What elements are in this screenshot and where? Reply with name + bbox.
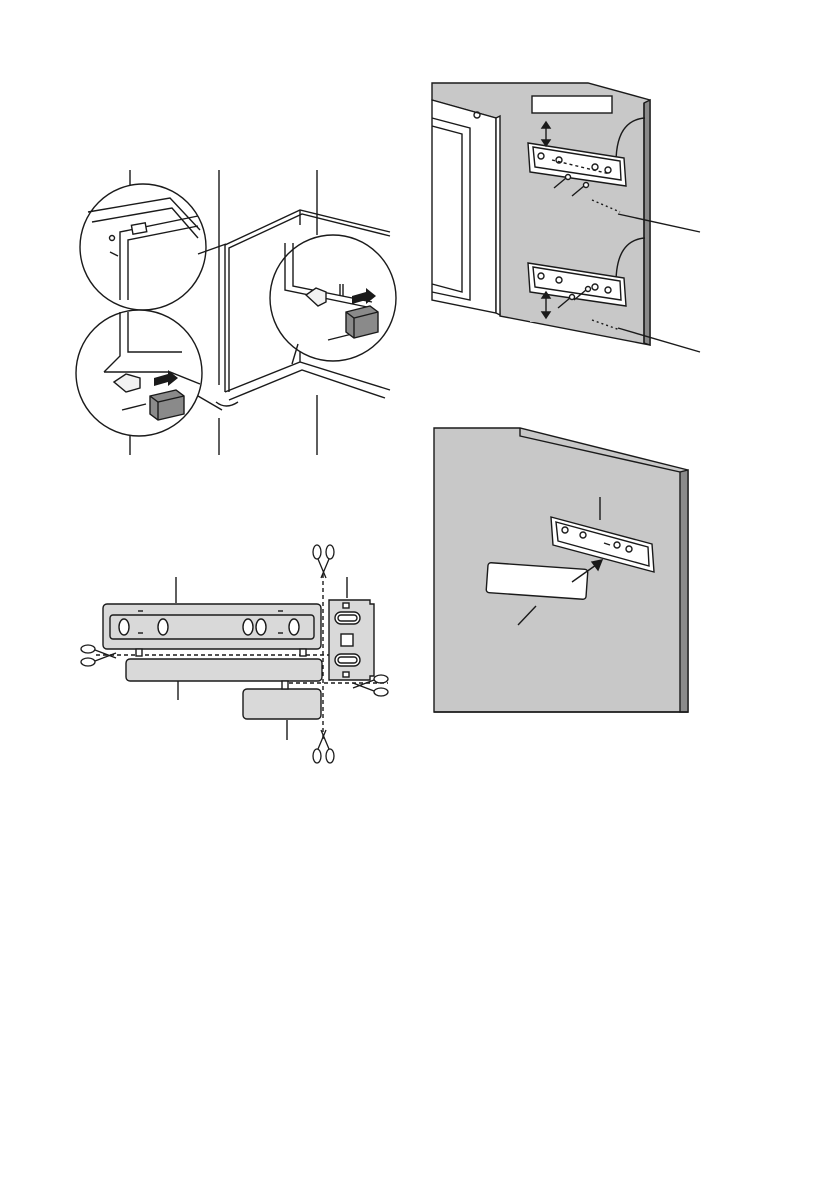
detail-circle-right-hinge bbox=[270, 235, 396, 364]
label-box bbox=[530, 310, 576, 322]
small-cover-piece bbox=[243, 689, 321, 719]
cover-strip-diagram bbox=[76, 535, 394, 767]
hinge-cover-cap bbox=[150, 390, 184, 420]
cabinet-frame bbox=[432, 100, 500, 315]
detail-circle-top-hinge bbox=[80, 184, 226, 310]
vertical-hinge-cover bbox=[329, 600, 374, 680]
bracket-cover-diagram bbox=[430, 424, 694, 716]
scissors-icon bbox=[313, 730, 334, 763]
detail-circle-bottom-hinge bbox=[76, 310, 222, 436]
door-bracket-diagram bbox=[428, 80, 710, 370]
scissors-icon bbox=[313, 545, 334, 578]
label-box bbox=[532, 96, 612, 113]
main-cover-strip bbox=[103, 604, 321, 656]
hinge-cover-diagram bbox=[70, 160, 400, 460]
hinge-cover-cap bbox=[346, 306, 378, 338]
long-cover-strip bbox=[126, 659, 322, 681]
